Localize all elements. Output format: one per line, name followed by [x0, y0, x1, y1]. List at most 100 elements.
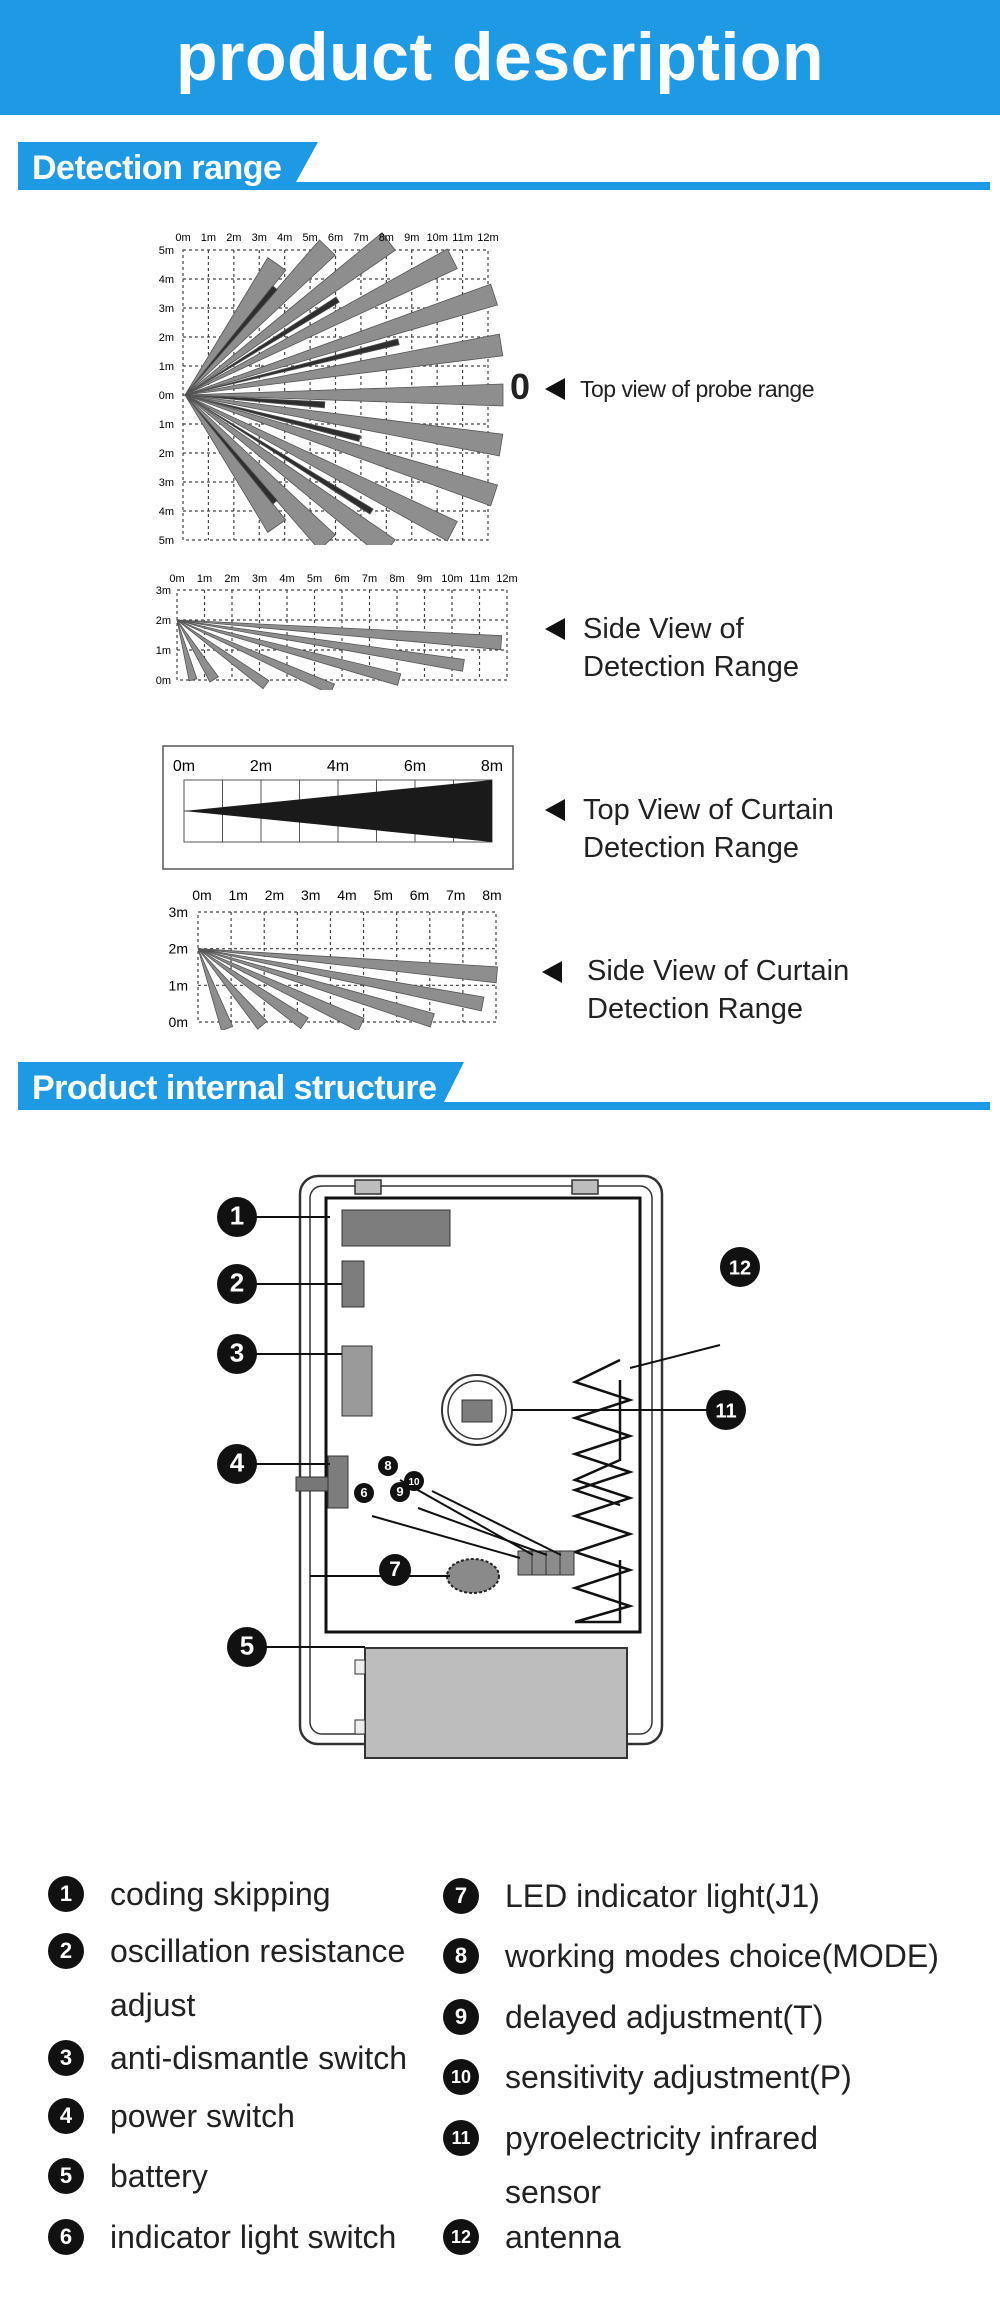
callout-3-number: 3: [230, 1338, 244, 1368]
probe-beam-core: [184, 394, 374, 515]
legend-number-badge: 6: [48, 2219, 84, 2255]
x-tick-label: 6m: [404, 758, 426, 775]
legend-text: indicator light switch: [110, 2219, 397, 2255]
legend-number-badge: 5: [48, 2158, 84, 2194]
legend-text: antenna: [505, 2219, 621, 2255]
x-tick-label: 11m: [469, 573, 490, 585]
x-tick-label: 2m: [265, 887, 284, 903]
legend-number-badge: 2: [48, 1933, 84, 1969]
probe-beam-core: [184, 394, 361, 442]
y-tick-label: 2m: [159, 448, 174, 460]
callout-12: [720, 1247, 760, 1287]
x-tick-label: 4m: [277, 232, 292, 244]
probe-beam: [184, 283, 499, 396]
legend-text: anti-dismantle switch: [110, 2040, 407, 2076]
callout-8: [378, 1456, 398, 1476]
x-tick-label: 2m: [226, 232, 241, 244]
callout-6-number: 6: [360, 1485, 367, 1500]
legend-item: 10 sensitivity adjustment(P): [443, 2059, 852, 2104]
callout-9-number: 9: [396, 1484, 403, 1499]
x-tick-label: 6m: [328, 232, 343, 244]
arrow-icon: [542, 961, 562, 983]
probe-beam-core: [184, 296, 340, 396]
x-tick-label: 0m: [169, 573, 184, 585]
legend-number-badge: 3: [48, 2040, 84, 2076]
y-tick-label: 5m: [159, 535, 174, 545]
x-tick-label: 6m: [334, 573, 349, 585]
probe-beam: [184, 394, 458, 542]
callout-2-number: 2: [230, 1268, 244, 1298]
side-beam: [176, 619, 465, 672]
legend-text: LED indicator light(J1): [505, 1878, 820, 1914]
x-tick-label: 1m: [201, 232, 216, 244]
legend-text: delayed adjustment(T): [505, 1999, 824, 2035]
top-curtain-label: Top View of Curtain Detection Range: [583, 794, 834, 864]
x-tick-label: 5m: [302, 232, 317, 244]
x-tick-label: 0m: [175, 232, 190, 244]
callout-5-number: 5: [240, 1631, 254, 1661]
x-tick-label: 0m: [192, 887, 211, 903]
callout-9: [390, 1482, 410, 1502]
probe-beam: [184, 232, 396, 396]
callout-1: [217, 1197, 257, 1237]
x-tick-label: 12m: [477, 232, 498, 244]
x-tick-label: 8m: [482, 887, 501, 903]
callout-7: [379, 1554, 411, 1586]
side-curtain-label: Side View of Curtain Detection Range: [587, 955, 850, 1025]
x-tick-label: 4m: [337, 887, 356, 903]
callout-7-number: 7: [389, 1558, 401, 1581]
legend-number-badge: 12: [443, 2219, 479, 2255]
x-tick-label: 11m: [452, 232, 473, 244]
y-tick-label: 3m: [159, 477, 174, 489]
y-tick-label: 2m: [159, 332, 174, 344]
probe-beam: [184, 248, 458, 396]
legend-number-badge: 9: [443, 1999, 479, 2035]
probe-beam: [184, 333, 504, 396]
y-tick-label: 3m: [159, 303, 174, 315]
legend-item: 6 indicator light switch: [48, 2219, 396, 2264]
probe-beam: [184, 394, 499, 507]
y-tick-label: 1m: [156, 645, 171, 657]
x-tick-label: 7m: [362, 573, 377, 585]
side-beam: [176, 619, 198, 682]
y-tick-label: 0m: [169, 1014, 188, 1030]
probe-beam-core: [184, 394, 326, 409]
probe-zero-marker: 0: [510, 366, 531, 407]
curtain-side-beam: [197, 948, 268, 1030]
x-tick-label: 2m: [224, 573, 239, 585]
arrow-icon: [545, 378, 565, 400]
callout-10-number: 10: [408, 1477, 420, 1488]
curtain-side-beam: [197, 948, 498, 984]
x-tick-label: 3m: [252, 573, 267, 585]
y-tick-label: 2m: [169, 941, 188, 957]
x-tick-label: 9m: [417, 573, 432, 585]
x-tick-label: 7m: [446, 887, 465, 903]
callout-8-number: 8: [384, 1458, 391, 1473]
x-tick-label: 8m: [379, 232, 394, 244]
x-tick-label: 9m: [404, 232, 419, 244]
legend-text: battery: [110, 2158, 208, 2194]
arrow-icon: [545, 799, 565, 821]
callout-1-number: 1: [230, 1201, 244, 1231]
probe-beam-core: [184, 394, 278, 505]
legend-text: power switch: [110, 2098, 295, 2134]
callout-11: [706, 1390, 746, 1430]
legend-text: sensitivity adjustment(P): [505, 2059, 852, 2095]
arrow-icon: [545, 618, 565, 640]
callout-12-number: 12: [729, 1258, 751, 1280]
y-tick-label: 1m: [159, 419, 174, 431]
section-title-structure: Product internal structure: [32, 1069, 437, 1107]
y-tick-label: 3m: [169, 904, 188, 920]
y-tick-label: 0m: [159, 390, 174, 402]
legend-number-badge: 10: [443, 2059, 479, 2095]
callout-4: [217, 1444, 257, 1484]
callout-5: [227, 1627, 267, 1667]
